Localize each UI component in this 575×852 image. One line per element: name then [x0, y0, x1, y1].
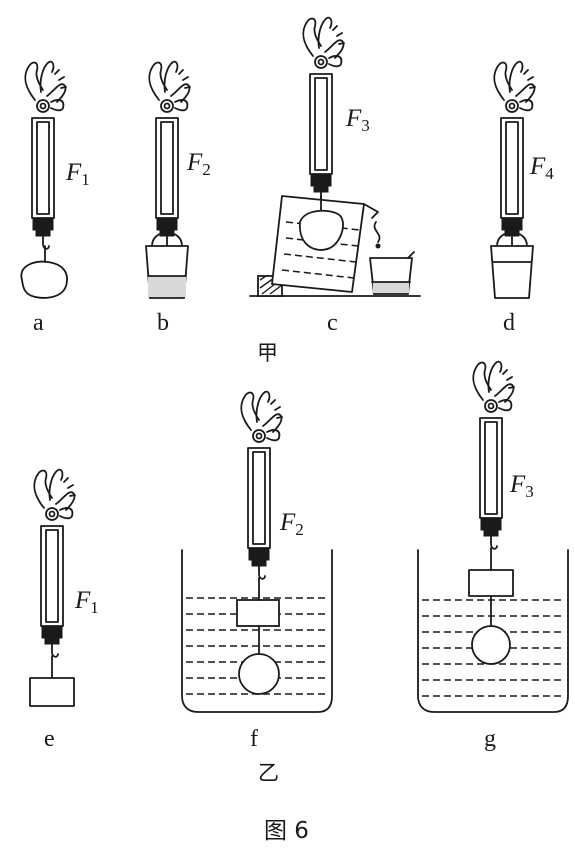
water-tank [417, 549, 569, 713]
figure-caption: 图 6 [264, 818, 309, 844]
panel-label-d: d [503, 310, 515, 336]
force-label-b: F2 [186, 149, 211, 179]
spring-scale [500, 117, 524, 250]
force-label-a: F1 [65, 159, 90, 189]
block-object [29, 677, 75, 707]
panel-e: F1 e [29, 468, 99, 752]
hand-icon [472, 360, 515, 413]
panel-label-f: f [250, 726, 258, 752]
hand-icon [148, 60, 191, 113]
panel-c: F3 c [249, 16, 421, 336]
submerged-object [299, 209, 344, 251]
spring-scale [155, 117, 179, 250]
bucket-water [148, 276, 186, 297]
hand-icon [24, 60, 67, 113]
stone-object [20, 260, 68, 299]
panel-label-b: b [157, 310, 169, 336]
panel-label-a: a [33, 310, 44, 336]
panel-a: F1 a [20, 60, 90, 336]
force-label-e: F1 [74, 587, 99, 617]
panel-label-e: e [44, 726, 55, 752]
bucket-handle [151, 231, 183, 247]
block-object [236, 599, 280, 627]
spring-scale [479, 417, 503, 550]
water-stream [373, 221, 381, 243]
water-tank [181, 549, 333, 713]
ball-object [471, 625, 511, 665]
spring-scale [31, 117, 55, 250]
ball-object [238, 653, 280, 695]
panel-f: F2 f [181, 390, 333, 752]
bucket [490, 245, 534, 299]
hand-icon [33, 468, 76, 521]
spring-scale [40, 525, 64, 658]
force-label-c: F3 [345, 105, 370, 135]
bucket-handle [496, 231, 528, 247]
force-label-f: F2 [279, 509, 304, 539]
panel-label-c: c [327, 310, 338, 336]
spring-scale [247, 447, 271, 580]
hand-icon [302, 16, 345, 69]
hand-icon [240, 390, 283, 443]
force-label-d: F4 [529, 153, 554, 183]
group-label-top: 甲 [257, 341, 278, 365]
panel-g: F3 g [417, 360, 569, 752]
group-label-bottom: 乙 [258, 761, 279, 785]
hand-icon [493, 60, 536, 113]
spring-scale [309, 73, 333, 206]
block-object [468, 569, 514, 597]
panel-b: F2 b [145, 60, 211, 336]
panel-label-g: g [484, 726, 496, 752]
panel-d: F4 d [490, 60, 554, 336]
force-label-g: F3 [509, 471, 534, 501]
